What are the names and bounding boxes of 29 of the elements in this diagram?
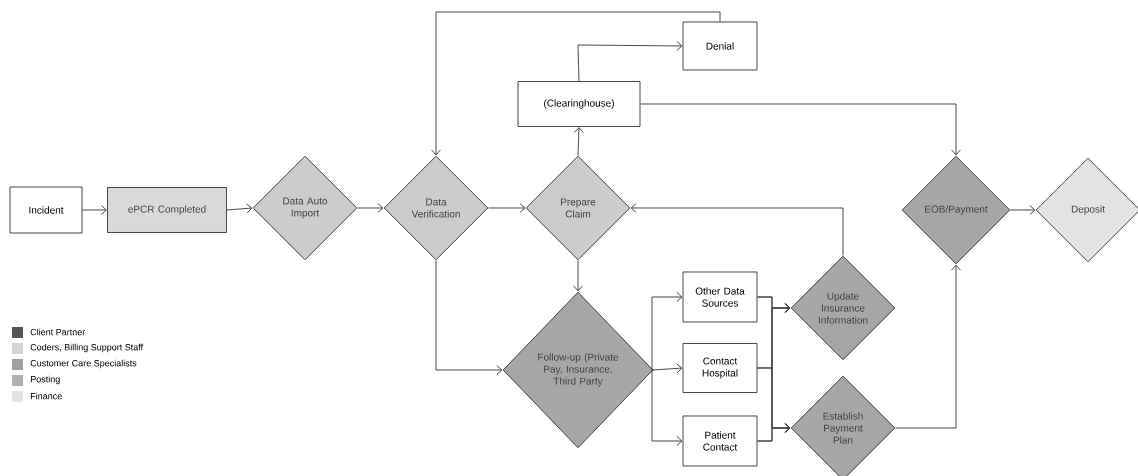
arrow [573,260,583,292]
process-box: (Clearinghouse) [517,81,641,127]
arrow [640,103,961,156]
arrow [651,369,683,446]
arrow [577,41,683,82]
arrow [357,203,384,213]
arrow [431,11,721,156]
legend-label: Posting [30,375,60,385]
arrow [757,423,791,442]
arrow [895,264,961,429]
process-box: Patient Contact [682,415,758,467]
legend-label: Finance [30,392,62,400]
arrow [82,205,107,215]
process-box: Incident [9,186,83,234]
legend-label: Coders, Billing Support Staff [30,343,144,353]
arrow [630,203,844,256]
arrow [435,260,503,375]
arrow [653,363,683,374]
legend-label: Customer Care Specialists [30,359,137,369]
arrow [488,203,526,213]
process-box: ePCR Completed [107,187,227,233]
arrow [226,203,253,214]
arrow [573,127,584,156]
arrow [651,292,683,371]
arrow [1010,205,1036,215]
legend-label: Client Partner [30,328,86,336]
process-box: Other Data Sources [682,271,758,323]
process-box: Denial [682,21,758,71]
process-box: Contact Hospital [682,343,758,393]
